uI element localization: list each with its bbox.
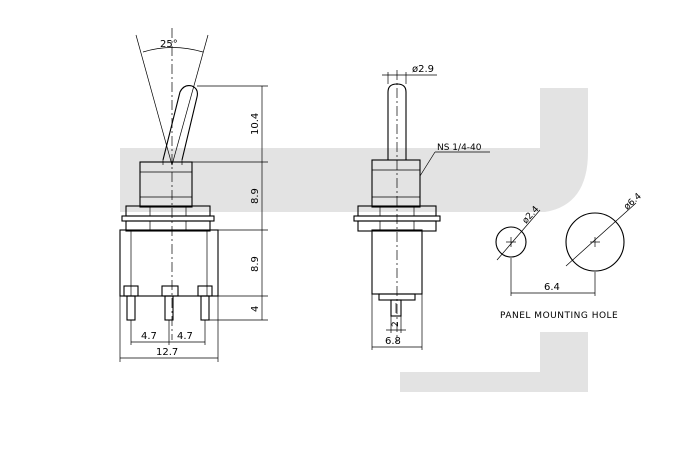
- side-view-labels: ø2.9 NS 1/4-40 2 6.8: [385, 64, 482, 347]
- terminal-pitch-left-label: 4.7: [141, 331, 157, 342]
- body-width-label: 12.7: [156, 347, 178, 358]
- side-view: [353, 70, 490, 350]
- bushing-height-label: 8.9: [250, 188, 261, 204]
- terminal-length-label: 4: [250, 306, 261, 312]
- body-height-label: 8.9: [250, 256, 261, 272]
- side-width-label: 6.8: [385, 336, 401, 347]
- front-view-labels: 25° 10.4 8.9 8.9 4 4.7 4.7 12.7: [141, 39, 261, 358]
- lever-dia-label: ø2.9: [412, 64, 434, 75]
- panel-mounting-hole: [495, 202, 637, 296]
- front-view: [119, 28, 268, 362]
- lever-height-label: 10.4: [250, 113, 261, 135]
- terminal-width-label: 2: [391, 321, 401, 327]
- panel-mounting-hole-caption: PANEL MOUNTING HOLE: [500, 311, 618, 321]
- angle-label: 25°: [160, 39, 178, 50]
- thread-label: NS 1/4-40: [437, 143, 482, 153]
- watermark: [120, 88, 588, 392]
- hole-spacing-label: 6.4: [544, 282, 560, 293]
- terminal-pitch-right-label: 4.7: [177, 331, 193, 342]
- hole-large-label: ø6.4: [622, 191, 644, 212]
